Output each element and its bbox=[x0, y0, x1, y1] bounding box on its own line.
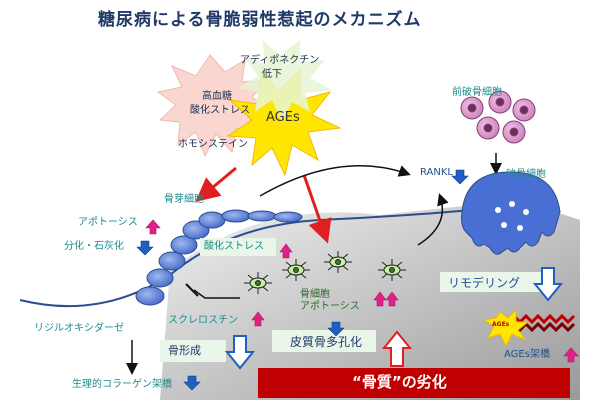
label-bunka: 分化・石灰化 bbox=[64, 241, 124, 252]
label-lysyl: リジルオキシダーゼ bbox=[34, 323, 124, 334]
label-ages-small: AGEs bbox=[492, 321, 510, 328]
label-sanka: 酸化ストレス bbox=[190, 105, 250, 116]
label-homo: ホモシステイン bbox=[178, 139, 248, 150]
diagram-title: 糖尿病による骨脆弱性惹起のメカニズム bbox=[98, 10, 422, 30]
label-kotsuga: 骨芽細胞 bbox=[164, 194, 204, 205]
label-kotsushitsu: “骨質”の劣化 bbox=[352, 373, 447, 391]
up-arrows bbox=[145, 219, 579, 363]
label-ages: AGEs bbox=[266, 110, 300, 125]
label-sclerostin: スクレロスチン bbox=[168, 315, 238, 326]
label-adipo2: 低下 bbox=[262, 69, 282, 80]
adipo-burst-green bbox=[238, 40, 332, 122]
ages-crosslink bbox=[506, 313, 576, 325]
sanka2-box bbox=[200, 238, 276, 256]
label-kouketto: 高血糖 bbox=[202, 91, 232, 102]
ages-small-burst bbox=[482, 308, 530, 348]
kotsushitsu-bar bbox=[258, 368, 570, 398]
arrow-osteocyte-to-rankl bbox=[417, 193, 449, 246]
bone-surface-line bbox=[19, 209, 471, 308]
label-kotsusaibou: 骨細胞 bbox=[300, 289, 330, 300]
hishitsu-up-arrow bbox=[381, 330, 413, 367]
red-arrow-to-osteoblast bbox=[195, 166, 237, 202]
label-apoptosis2: アポトーシス bbox=[300, 301, 360, 312]
label-adipo1: アディポネクチン bbox=[240, 55, 320, 66]
osteoclast-cell bbox=[461, 171, 561, 255]
red-arrow-to-osteocyte bbox=[302, 174, 332, 244]
kotsukeisei-box bbox=[160, 340, 226, 362]
label-hishitsu: 皮質骨多孔化 bbox=[290, 335, 363, 349]
down-arrows bbox=[136, 169, 469, 391]
remodeling-box bbox=[440, 272, 548, 292]
preosteoclast-cells bbox=[460, 90, 536, 144]
label-hakotsu: 破骨細胞 bbox=[506, 169, 546, 180]
label-apoptosis1: アポトーシス bbox=[78, 217, 138, 228]
hishitsu-box bbox=[272, 330, 376, 352]
label-rankl: RANKL bbox=[420, 167, 453, 178]
inhibition-sclerostin bbox=[193, 289, 240, 299]
label-ages-kakyo: AGEs架橋 bbox=[504, 349, 550, 360]
arrow-osteoblast-to-rankl bbox=[259, 165, 411, 197]
label-remodeling: リモデリング bbox=[448, 276, 521, 290]
osteocyte-cells bbox=[244, 251, 406, 294]
inhibition-bar bbox=[185, 283, 199, 297]
label-sanka2: 酸化ストレス bbox=[204, 241, 264, 252]
label-seiri: 生理的コラーゲン架橋 bbox=[72, 379, 172, 390]
label-kotsukeisei: 骨形成 bbox=[168, 344, 201, 357]
label-zenhakotsu: 前破骨細胞 bbox=[452, 87, 502, 98]
osteoblast-cells bbox=[135, 209, 303, 306]
kotsukeisei-down-arrow bbox=[224, 335, 256, 370]
remodeling-down-arrow bbox=[532, 267, 564, 302]
